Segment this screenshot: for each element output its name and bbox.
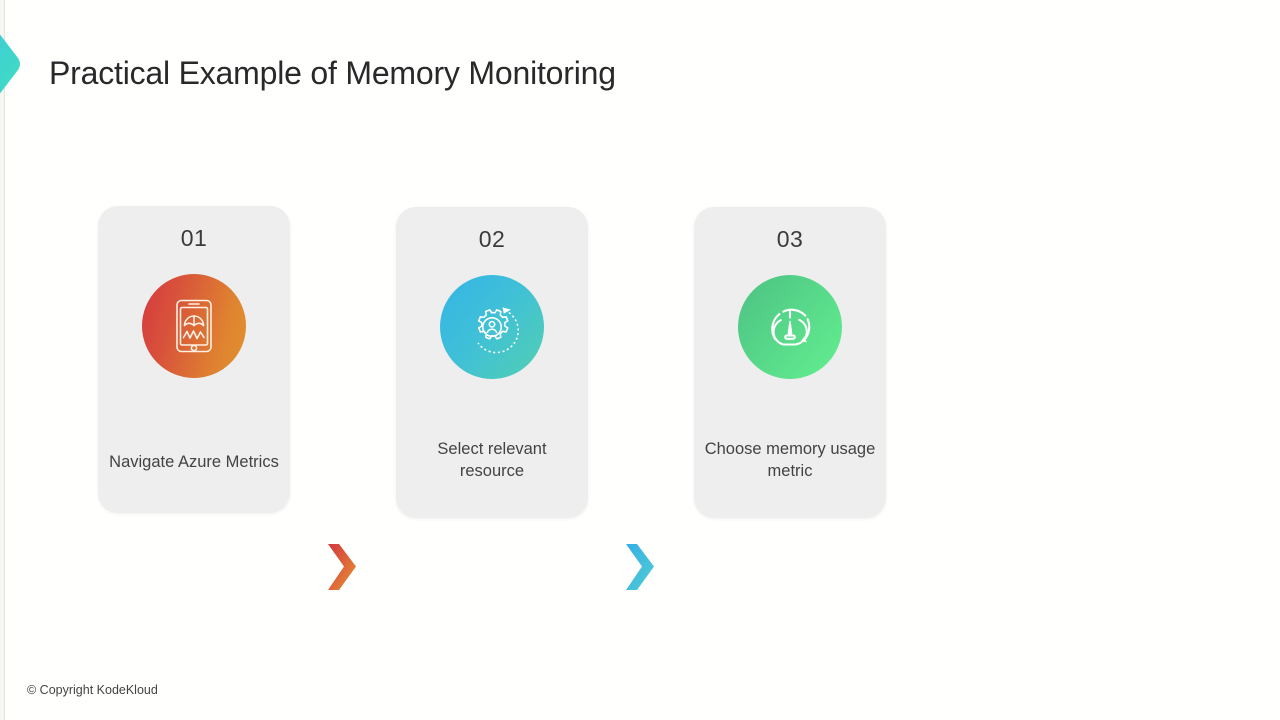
step-label-3: Choose memory usage metric	[704, 440, 876, 480]
step-label-2: Select relevant resource	[437, 440, 547, 480]
slide-left-rule	[4, 0, 5, 720]
step-card-2[interactable]: 02 Select relevant resource	[396, 207, 588, 518]
decorative-chevron-right-icon	[0, 8, 52, 120]
step-card-3[interactable]: 03 Choose memory usage me	[694, 207, 886, 518]
gear-user-settings-icon	[477, 307, 519, 354]
arrow-right-icon	[626, 544, 654, 590]
page-title: Practical Example of Memory Monitoring	[49, 55, 616, 91]
arrow-right-icon	[328, 544, 356, 590]
step-card-1[interactable]: 01 Navigate Azure Metri	[98, 206, 290, 513]
step-number-1: 01	[180, 225, 208, 251]
connector-arrow-1	[327, 543, 357, 591]
speedometer-gauge-icon	[771, 308, 811, 346]
step-label-1: Navigate Azure Metrics	[109, 453, 279, 471]
step-number-2: 02	[478, 226, 506, 252]
connector-arrow-2	[625, 543, 655, 591]
steps-container: 01 Navigate Azure Metri	[0, 206, 1280, 590]
step-icon-circle-1	[142, 274, 246, 378]
step-icon-circle-3	[738, 275, 842, 379]
copyright-footer: © Copyright KodeKloud	[27, 683, 158, 697]
mobile-metrics-icon	[176, 299, 212, 353]
step-number-3: 03	[776, 226, 804, 252]
slide-left-margin	[0, 0, 4, 720]
step-icon-circle-2	[440, 275, 544, 379]
